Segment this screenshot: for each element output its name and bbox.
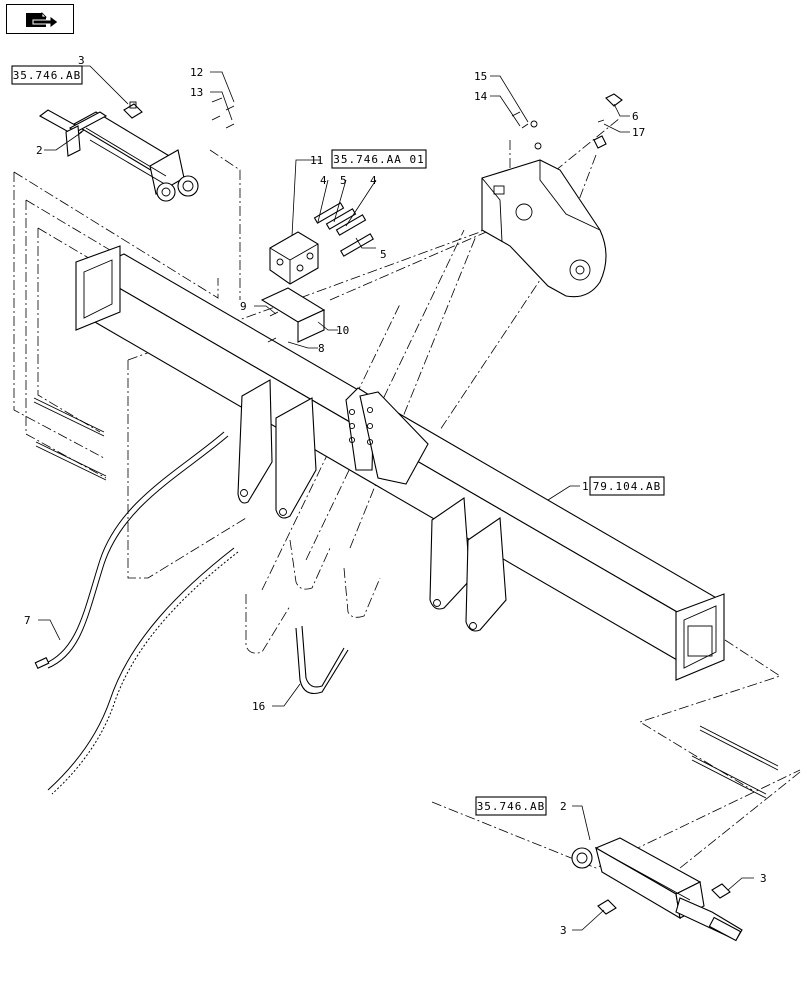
hydraulic-hose-right[interactable] xyxy=(47,547,239,795)
callout-10: 10 xyxy=(336,324,349,337)
bolts-12-13 xyxy=(211,97,235,129)
valve-mounting-bracket[interactable] xyxy=(260,287,326,343)
callout-3-top: 3 xyxy=(78,54,85,67)
callout-2-top: 2 xyxy=(36,144,43,157)
callout-7: 7 xyxy=(24,614,31,627)
mounting-plate-left-b xyxy=(275,397,317,519)
svg-text:35.746.AB: 35.746.AB xyxy=(477,800,546,813)
fitting-bottom-b xyxy=(597,899,617,915)
callout-12: 12 xyxy=(190,66,203,79)
callout-11: 11 xyxy=(310,154,323,167)
mounting-plate-left-a xyxy=(237,379,273,504)
svg-text:35.746.AB: 35.746.AB xyxy=(13,69,82,82)
callout-15: 15 xyxy=(474,70,487,83)
callout-13: 13 xyxy=(190,86,203,99)
hitch-bracket xyxy=(481,159,607,298)
callout-17: 17 xyxy=(632,126,645,139)
callout-14: 14 xyxy=(474,90,488,103)
reference-box-cylinder-top[interactable]: 35.746.AB xyxy=(11,65,83,85)
callout-9: 9 xyxy=(240,300,247,313)
fitting-top xyxy=(123,101,143,119)
pin-6-17 xyxy=(593,93,623,149)
callout-3-bottom-left: 3 xyxy=(560,924,567,937)
hose-bracket xyxy=(345,387,429,485)
u-bolt-front[interactable] xyxy=(295,625,349,695)
hydraulic-cylinder-bottom[interactable] xyxy=(571,837,743,942)
previous-page-button[interactable] xyxy=(6,4,74,34)
mounting-plate-right-a xyxy=(429,497,471,610)
hose-fittings xyxy=(313,202,374,257)
callout-2-bottom: 2 xyxy=(560,800,567,813)
bolts-14-15 xyxy=(511,111,542,150)
callout-1: 1 xyxy=(582,480,589,493)
fitting-bottom-a xyxy=(711,883,731,899)
hydraulic-hose-left[interactable] xyxy=(34,431,229,669)
callout-labels: 2 3 12 13 11 4 5 4 5 9 8 10 15 14 6 17 1… xyxy=(24,54,767,937)
callout-5-upper: 5 xyxy=(340,174,347,187)
mounting-plate-right-b xyxy=(465,517,507,632)
callout-3-bottom-right: 3 xyxy=(760,872,767,885)
reference-box-cylinder-bottom[interactable]: 35.746.AB xyxy=(475,796,547,816)
u-bolt-hidden xyxy=(245,539,381,654)
reference-box-frame[interactable]: 79.104.AB xyxy=(589,476,665,496)
hydraulic-cylinder-top[interactable] xyxy=(38,109,199,202)
valve-block[interactable] xyxy=(269,231,319,285)
callout-6: 6 xyxy=(632,110,639,123)
callout-4-left: 4 xyxy=(320,174,327,187)
callout-8: 8 xyxy=(318,342,325,355)
screw-8-9 xyxy=(267,311,279,343)
svg-text:79.104.AB: 79.104.AB xyxy=(593,480,662,493)
svg-text:35.746.AA 01: 35.746.AA 01 xyxy=(333,153,424,166)
callout-16: 16 xyxy=(252,700,265,713)
reference-box-valve-block[interactable]: 35.746.AA 01 xyxy=(331,149,427,169)
leader-lines xyxy=(38,65,754,931)
callout-4-right: 4 xyxy=(370,174,377,187)
folded-page-arrow-icon xyxy=(6,4,74,34)
rods-right xyxy=(691,725,779,799)
callout-5-lower: 5 xyxy=(380,248,387,261)
rods-left xyxy=(33,397,107,481)
